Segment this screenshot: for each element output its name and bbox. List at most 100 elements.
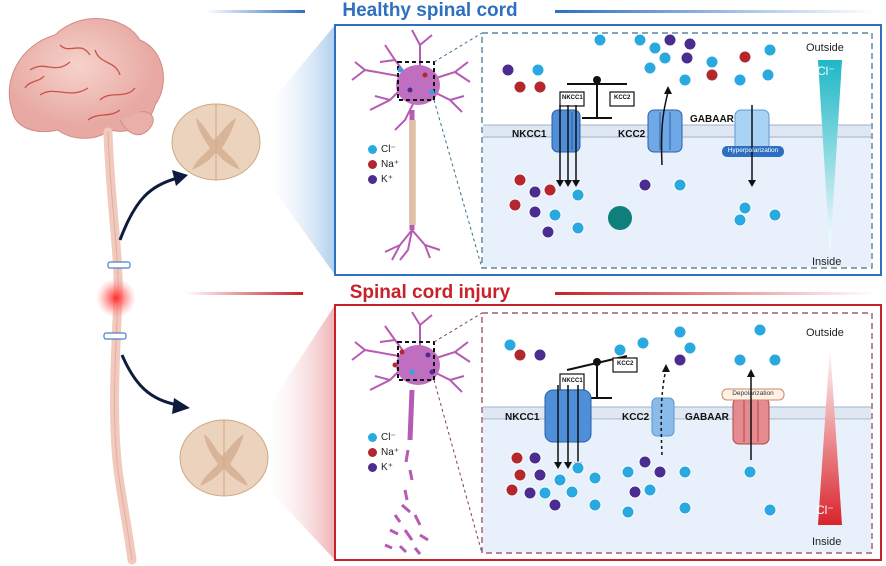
k-ion — [528, 185, 542, 199]
healthy-kcc2-label: KCC2 — [618, 129, 646, 140]
injury-title-rule-left — [185, 292, 303, 295]
legend-na: Na⁺ — [368, 445, 399, 460]
legend-cl: Cl⁻ — [368, 430, 399, 445]
healthy-scale-kcc2: KCC2 — [614, 95, 631, 101]
cl-ion — [571, 461, 585, 475]
injury-scale-nkcc1: NKCC1 — [562, 378, 583, 384]
na-ion — [738, 50, 752, 64]
k-ion — [628, 485, 642, 499]
healthy-title: Healthy spinal cord — [342, 0, 518, 21]
cl-ion — [571, 188, 585, 202]
healthy-legend: Cl⁻ Na⁺ K⁺ — [368, 142, 399, 187]
cl-ion — [588, 498, 602, 512]
cl-ion — [768, 353, 782, 367]
k-ion — [429, 369, 435, 375]
healthy-cytoplasm — [483, 135, 871, 267]
cl-ion — [633, 33, 647, 47]
brain-illustration — [8, 18, 164, 139]
injury-flow-arrows — [557, 369, 752, 462]
na-ion — [422, 72, 428, 78]
k-ion — [528, 451, 542, 465]
cl-ion — [636, 336, 650, 350]
injury-cytoplasm — [483, 420, 871, 552]
k-ion — [548, 498, 562, 512]
cl-ion — [753, 323, 767, 337]
cl-ion — [429, 89, 435, 95]
k-ion — [407, 87, 413, 93]
cl-ion — [621, 465, 635, 479]
ion-particles — [392, 33, 782, 519]
injury-title: Spinal cord injury — [349, 282, 511, 303]
healthy-cl-gradient — [818, 60, 842, 255]
injury-neuron — [351, 311, 471, 555]
cl-ion — [673, 325, 687, 339]
healthy-gabaar-label: GABAAR — [690, 114, 734, 125]
healthy-soma — [396, 65, 440, 105]
injury-gradient-ion: Cl⁻ — [816, 503, 834, 517]
k-ion — [533, 468, 547, 482]
cl-ion — [571, 221, 585, 235]
cl-ion — [409, 369, 415, 375]
k-ion — [673, 353, 687, 367]
cl-ion — [643, 483, 657, 497]
injury-nkcc1-label: NKCC1 — [505, 412, 540, 423]
na-ion — [513, 468, 527, 482]
injury-state-label: Depolarization — [732, 390, 774, 397]
legend-k: K⁺ — [368, 460, 399, 475]
healthy-inside-label: Inside — [812, 256, 842, 268]
cl-ion — [643, 61, 657, 75]
na-ion — [510, 451, 524, 465]
healthy-state-pill — [722, 146, 784, 157]
cl-ion — [733, 213, 747, 227]
injury-outside-label: Outside — [806, 327, 844, 339]
k-ion — [638, 178, 652, 192]
upper-segment-marker — [107, 261, 131, 269]
cl-ion — [538, 486, 552, 500]
cl-ion — [673, 178, 687, 192]
cl-ion — [531, 63, 545, 77]
na-ion — [513, 173, 527, 187]
cl-ion — [733, 353, 747, 367]
legend-k: K⁺ — [368, 172, 399, 187]
na-ion — [513, 348, 527, 362]
na-ion — [543, 183, 557, 197]
arrow-to-injury — [120, 354, 179, 407]
cl-ion — [565, 485, 579, 499]
injury-zoom-fan — [260, 305, 335, 560]
injury-cl-gradient — [818, 345, 842, 525]
k-ion — [523, 486, 537, 500]
injury-kcc2-transporter — [651, 397, 675, 437]
na-ion — [705, 68, 719, 82]
healthy-arrowheads — [556, 86, 756, 187]
healthy-title-rule-left — [205, 10, 305, 13]
injury-scale-kcc2: KCC2 — [617, 361, 634, 367]
injury-title-rule-right — [555, 292, 875, 295]
healthy-title-rule-right — [555, 10, 875, 13]
cl-ion — [648, 41, 662, 55]
cl-ion — [761, 68, 775, 82]
healthy-gradient-ion: Cl⁻ — [817, 64, 835, 78]
cl-ion — [593, 33, 607, 47]
injury-inside-label: Inside — [812, 536, 842, 548]
cl-ion — [621, 505, 635, 519]
cl-ion — [763, 43, 777, 57]
cl-ion — [763, 503, 777, 517]
healthy-cross-section — [171, 103, 261, 181]
injury-site-glow — [96, 278, 136, 318]
healthy-kcc2-transporter — [647, 109, 683, 153]
k-ion — [425, 352, 431, 358]
cl-ion — [678, 73, 692, 87]
cl-ion — [743, 465, 757, 479]
large-cl-ion — [608, 206, 632, 230]
healthy-nkcc1-label: NKCC1 — [512, 129, 547, 140]
k-ion — [663, 33, 677, 47]
healthy-zoom-fan — [260, 25, 335, 275]
lower-segment-marker — [103, 332, 127, 340]
cl-ion — [683, 341, 697, 355]
cl-ion — [553, 473, 567, 487]
cl-ion — [397, 67, 403, 73]
na-ion — [392, 362, 398, 368]
arrow-to-healthy — [118, 176, 179, 241]
cl-ion — [705, 55, 719, 69]
healthy-state-label: Hyperpolarization — [727, 147, 779, 154]
